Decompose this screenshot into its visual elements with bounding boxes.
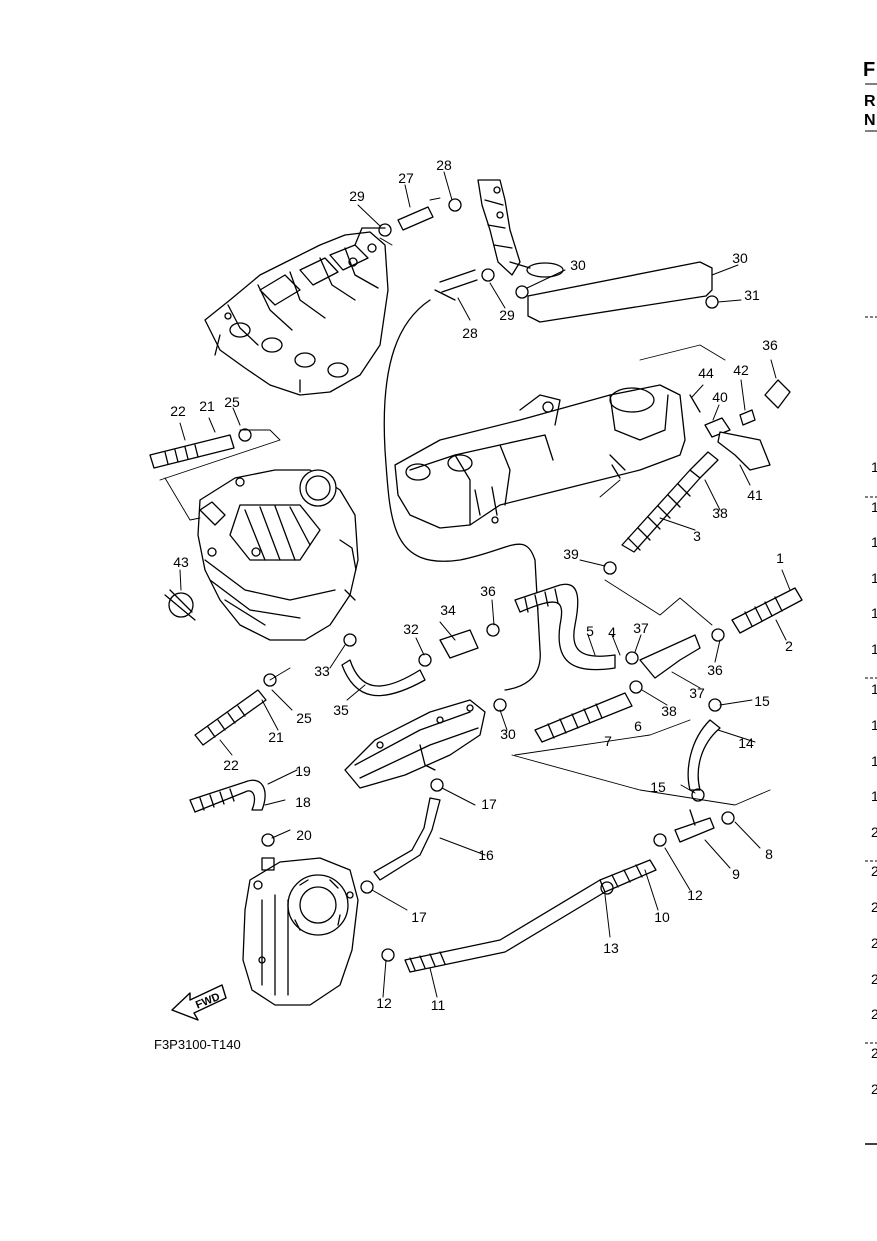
water-box	[394, 384, 686, 529]
reference-code: F3P3100-T140	[154, 1037, 241, 1052]
edge-mark: 1	[871, 605, 877, 621]
edge-header-f: F	[863, 59, 875, 81]
callout-8: 8	[765, 846, 773, 862]
callout-3: 3	[693, 528, 701, 544]
callout-23: 25	[224, 394, 240, 410]
callout-4: 4	[608, 624, 616, 640]
callout-27: 29	[499, 307, 515, 323]
callout-30: 31	[744, 287, 760, 303]
edge-mark: 2	[871, 971, 877, 987]
edge-header-r: R	[864, 93, 876, 110]
callout-43: 43	[173, 554, 189, 570]
fwd-arrow-icon	[171, 984, 227, 1021]
callout-35: 36	[707, 662, 723, 678]
callout-44: 44	[698, 365, 714, 381]
callout-25: 29	[349, 188, 365, 204]
callout-39: 39	[563, 546, 579, 562]
exhaust-pipe-flange	[344, 699, 486, 789]
edge-mark: 1	[871, 534, 877, 550]
callout-23: 25	[296, 710, 312, 726]
callout-11: 11	[431, 997, 446, 1013]
clamp-43	[164, 589, 196, 621]
callout-15: 15	[754, 693, 770, 709]
callout-21: 21	[199, 398, 215, 414]
callout-13: 13	[603, 940, 619, 956]
callout-36: 38	[661, 703, 677, 719]
exhaust-elbow	[197, 469, 359, 641]
callout-17: 17	[411, 909, 427, 925]
callout-28: 30	[500, 726, 516, 742]
callout-37: 37	[689, 685, 705, 701]
callout-2: 2	[785, 638, 793, 654]
edge-mark: 1	[871, 570, 877, 586]
callout-31: 33	[314, 663, 330, 679]
callout-31: 32	[403, 621, 419, 637]
callout-26: 28	[462, 325, 478, 341]
callout-24: 27	[398, 170, 414, 186]
exploded-view-illustration	[149, 171, 803, 1021]
callout-18: 18	[295, 794, 311, 810]
edge-mark: 1	[871, 681, 877, 697]
water-bracket	[477, 179, 564, 278]
callout-40: 40	[712, 389, 728, 405]
callout-16: 16	[478, 847, 494, 863]
callout-33: 35	[333, 702, 349, 718]
callout-34: 36	[762, 337, 778, 353]
edge-mark: 2	[871, 899, 877, 915]
callout-6: 6	[634, 718, 642, 734]
callout-7: 7	[604, 733, 612, 749]
callout-labels: 27 28 29 30 30 31 28 29 36 44 42 40 41 3…	[170, 157, 793, 1013]
edge-mark: 1	[871, 459, 877, 475]
callout-25: 28	[436, 157, 452, 173]
edge-mark: 2	[871, 1006, 877, 1022]
callout-36: 36	[480, 583, 496, 599]
callout-9: 9	[732, 866, 740, 882]
exhaust-manifold	[204, 227, 389, 396]
callout-41: 41	[747, 487, 763, 503]
callout-22: 22	[170, 403, 186, 419]
callout-19: 19	[295, 763, 311, 779]
callout-29: 30	[732, 250, 748, 266]
callout-1: 1	[776, 550, 784, 566]
callout-15: 15	[650, 779, 666, 795]
edge-mark: 1	[871, 753, 877, 769]
jet-pump-housing	[242, 857, 359, 1006]
right-edge-table: F R N 1 1 1 1 1 1 1 1 1 1 2 2 2 2 2 2 2 …	[863, 59, 877, 1145]
callout-17: 17	[481, 796, 497, 812]
fwd-label: FWD	[194, 991, 222, 1012]
edge-mark: 2	[871, 824, 877, 840]
small-fittings	[689, 379, 791, 471]
callout-20: 20	[296, 827, 312, 843]
callout-12: 12	[687, 887, 703, 903]
callout-5: 5	[586, 623, 594, 639]
callout-30: 30	[570, 257, 586, 273]
callout-32: 34	[440, 602, 456, 618]
edge-mark: 2	[871, 863, 877, 879]
callout-12: 12	[376, 995, 392, 1011]
edge-mark: 2	[871, 1081, 877, 1097]
edge-mark: 1	[871, 499, 877, 515]
edge-mark: 1	[871, 788, 877, 804]
leader-lines	[179, 171, 791, 998]
callout-10: 10	[654, 909, 670, 925]
callout-21: 21	[268, 729, 284, 745]
callout-36: 37	[633, 620, 649, 636]
edge-mark: 1	[871, 717, 877, 733]
grouping-lines	[159, 197, 771, 806]
edge-header-n: N	[864, 112, 876, 129]
edge-mark: 2	[871, 935, 877, 951]
edge-mark: 2	[871, 1045, 877, 1061]
edge-mark: 1	[871, 641, 877, 657]
callout-14: 14	[738, 735, 754, 751]
callout-22: 22	[223, 757, 239, 773]
callout-42: 42	[733, 362, 749, 378]
callout-38: 38	[712, 505, 728, 521]
